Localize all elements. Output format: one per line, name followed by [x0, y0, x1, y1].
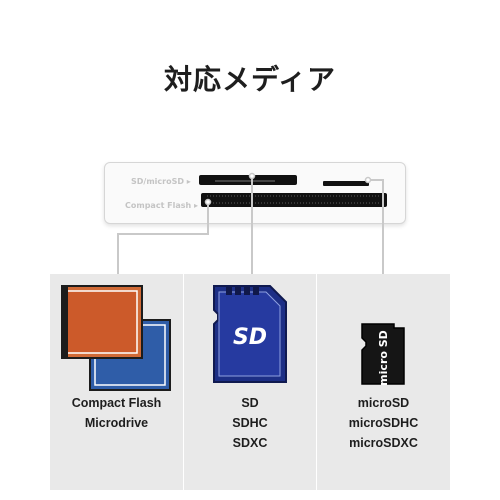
card-slots	[199, 175, 387, 207]
compact-flash-cards-image	[61, 285, 171, 391]
caption-line: SDHC	[232, 416, 268, 430]
caption-line: microSDHC	[348, 416, 419, 430]
cf-slot	[201, 193, 387, 207]
caption-line: microSDXC	[349, 436, 418, 450]
cf-slot-label: Compact Flash ▸	[125, 201, 199, 210]
microsd-slot	[323, 181, 369, 186]
sd-logo: SD	[233, 325, 267, 350]
caption-line: SDXC	[232, 436, 268, 450]
caption-line: Compact Flash	[71, 396, 162, 410]
panel-divider	[183, 274, 184, 490]
caption-sd: SD SDHC SDXC	[184, 393, 316, 453]
microsd-logo: micro SD	[377, 330, 390, 386]
card-reader-device: SD/microSD ▸ Compact Flash ▸	[104, 162, 406, 224]
caption-microsd: microSD microSDHC microSDXC	[317, 393, 450, 453]
page-title: 対応メディア	[163, 63, 337, 96]
caption-line: SD	[241, 396, 259, 410]
caption-line: microSD	[357, 396, 410, 410]
microsd-card-image: micro SD	[361, 323, 405, 386]
sd-slot-label: SD/microSD ▸	[131, 177, 191, 186]
sd-card-image: SD	[213, 285, 287, 383]
caption-line: Microdrive	[84, 416, 149, 430]
panel-divider	[316, 274, 317, 490]
caption-compact-flash: Compact Flash Microdrive	[50, 393, 183, 433]
